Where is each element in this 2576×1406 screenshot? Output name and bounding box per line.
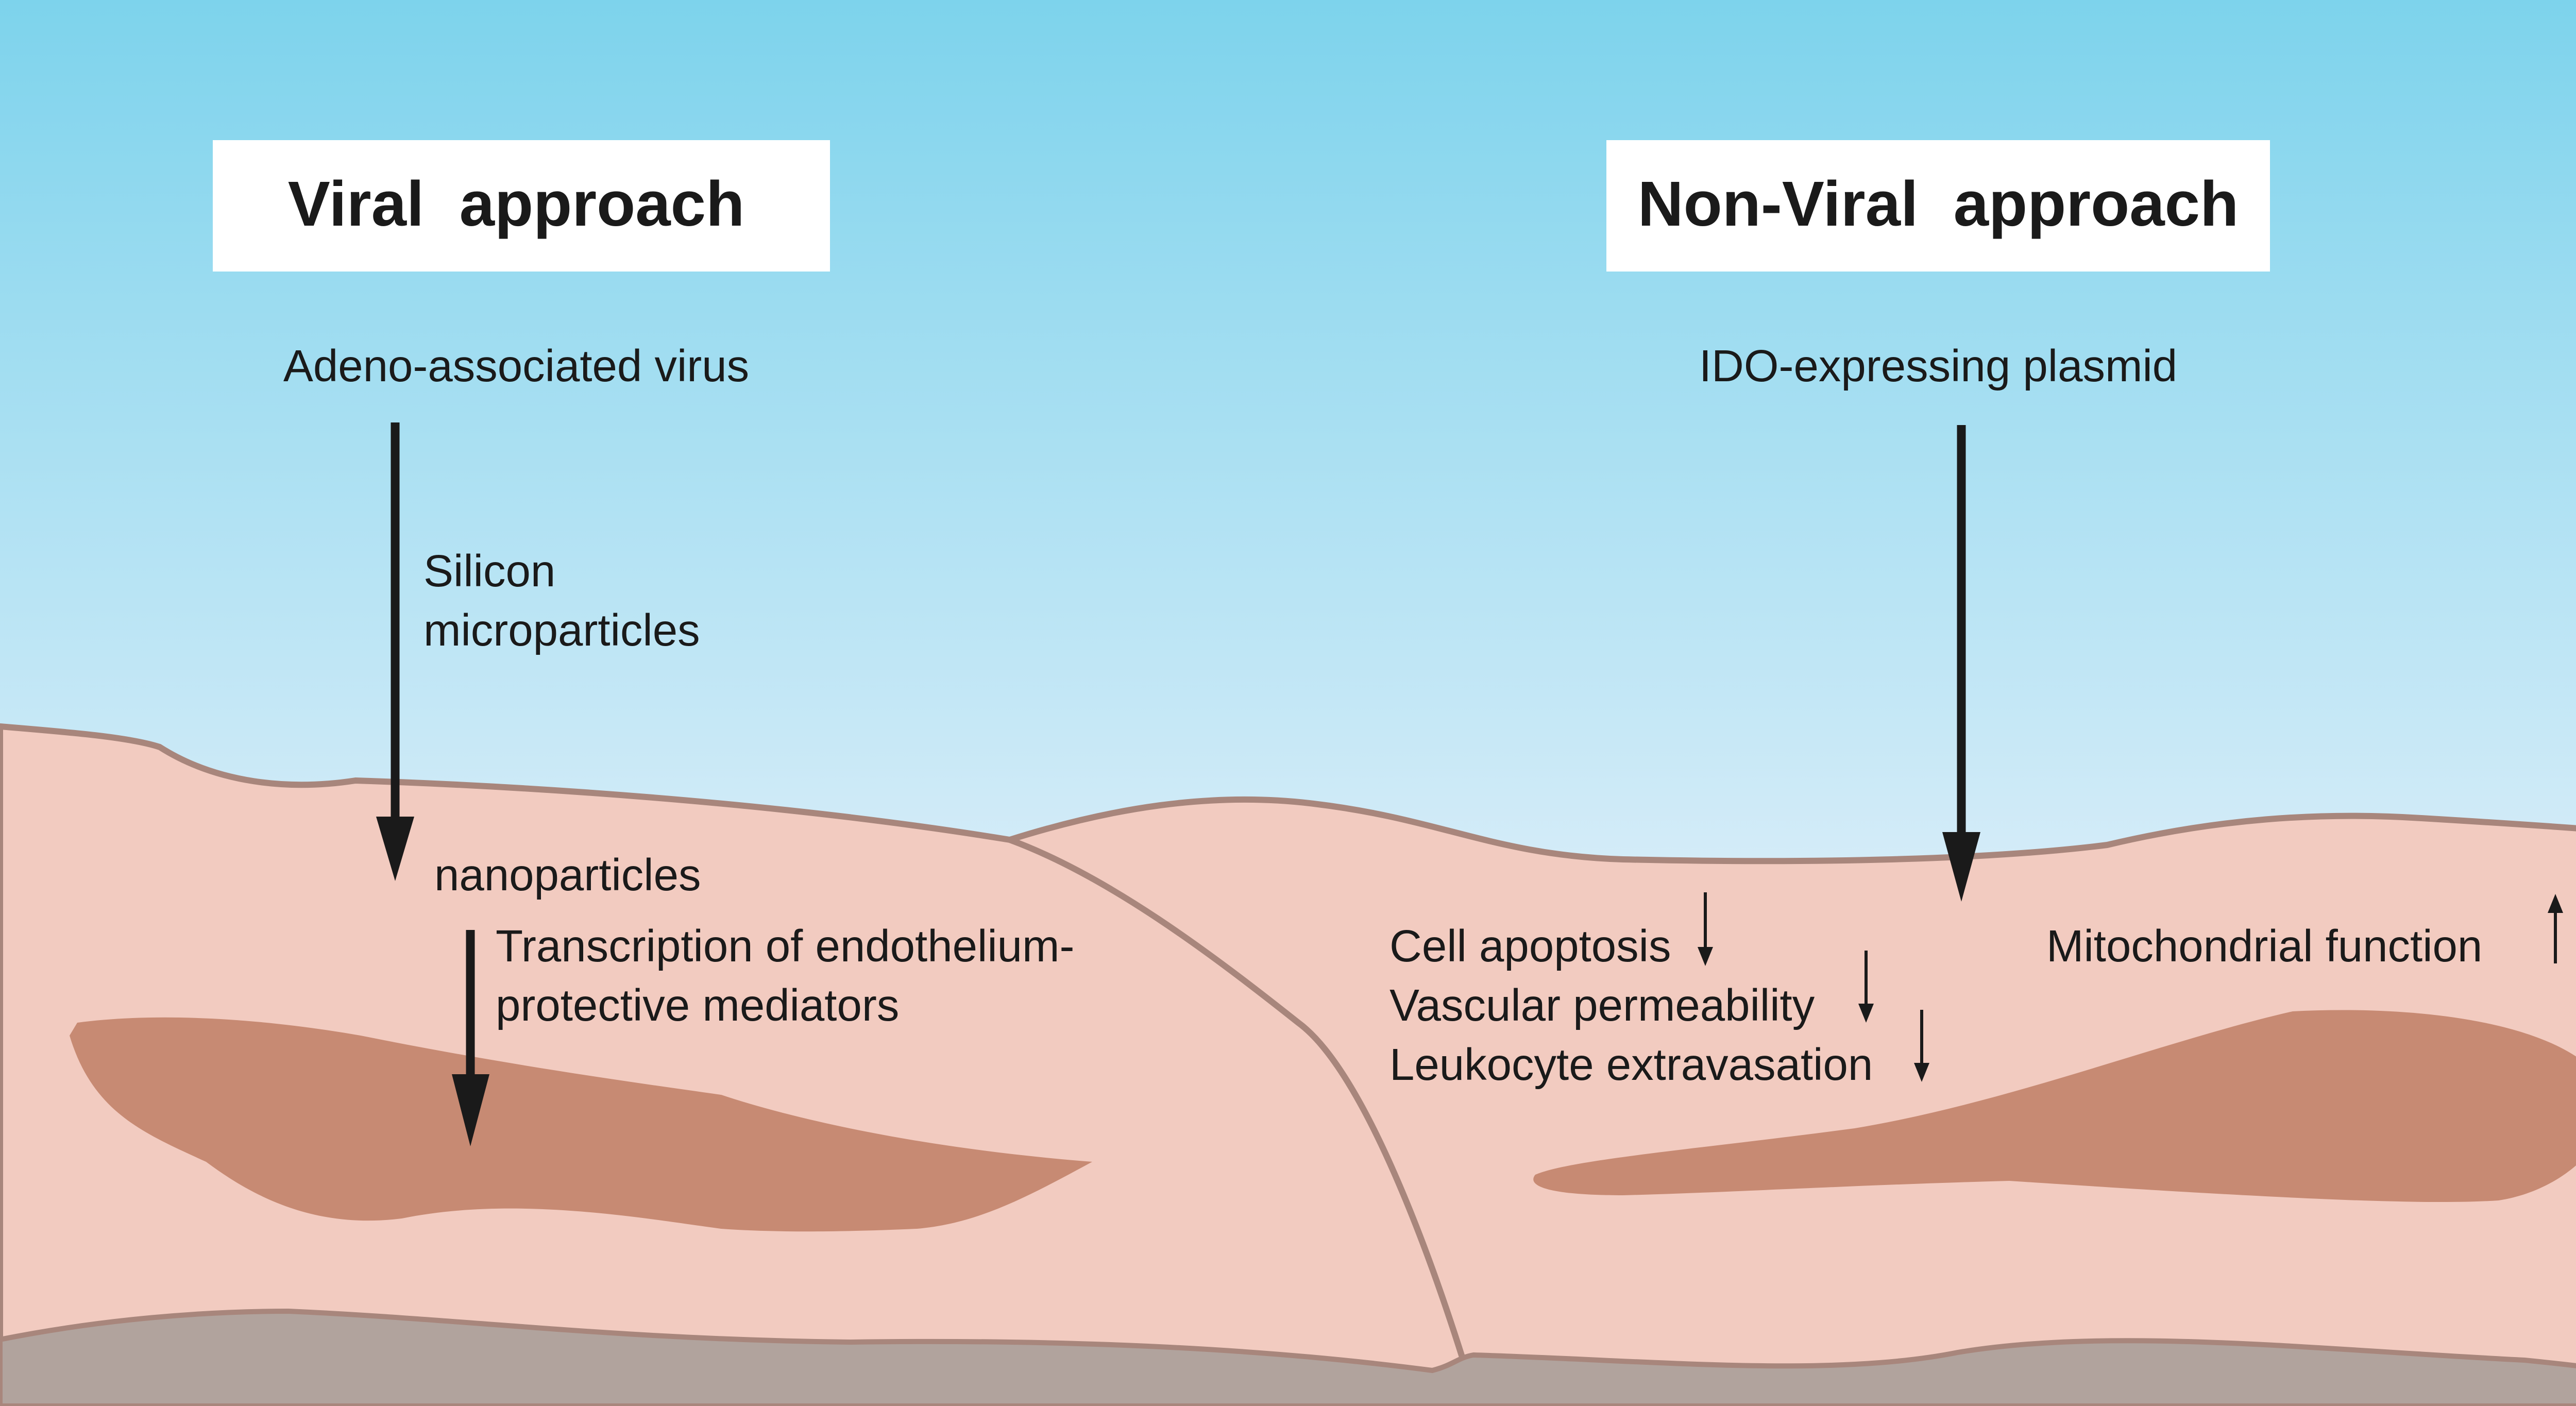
viral-carrier-line2: microparticles [423,605,700,655]
effect-cell-apoptosis: Cell apoptosis [1389,921,1671,971]
effect-leukocyte-extravasation: Leukocyte extravasation [1389,1040,1873,1090]
viral-vector-label: Adeno-associated virus [283,341,749,391]
effect-vascular-permeability-down-arrow [1858,951,1874,1023]
base-layer [0,1308,2576,1406]
viral-delivery-arrowhead [376,817,414,881]
non-viral-title-box [1606,140,2270,272]
effect-mitochondrial-function: Mitochondrial function [2046,921,2482,971]
effect-mitochondrial-function-up-arrow [2548,894,2563,963]
non-viral-vector-label: IDO-expressing plasmid [1699,341,2177,391]
effect-vascular-permeability: Vascular permeability [1389,980,1815,1030]
effect-leukocyte-extravasation-down-arrow [1914,1010,1929,1082]
viral-carrier-line1: Silicon [423,546,555,596]
vessel-left [70,1017,1092,1232]
viral-title-box [213,140,830,272]
tissue-right [1000,796,2576,1406]
vessel-right [1533,1010,2576,1202]
viral-effect-line1: Transcription of endothelium- [496,921,1074,971]
viral-carrier-alt: nanoparticles [434,850,701,900]
viral-effect-line2: protective mediators [496,980,899,1030]
non-viral-title: Non-Viral approach [1638,169,2239,240]
non-viral-delivery-arrowhead [1942,832,1980,902]
viral-title: Viral approach [288,169,744,240]
effect-cell-apoptosis-down-arrow [1698,892,1713,966]
viral-effect-arrowhead [452,1074,489,1146]
